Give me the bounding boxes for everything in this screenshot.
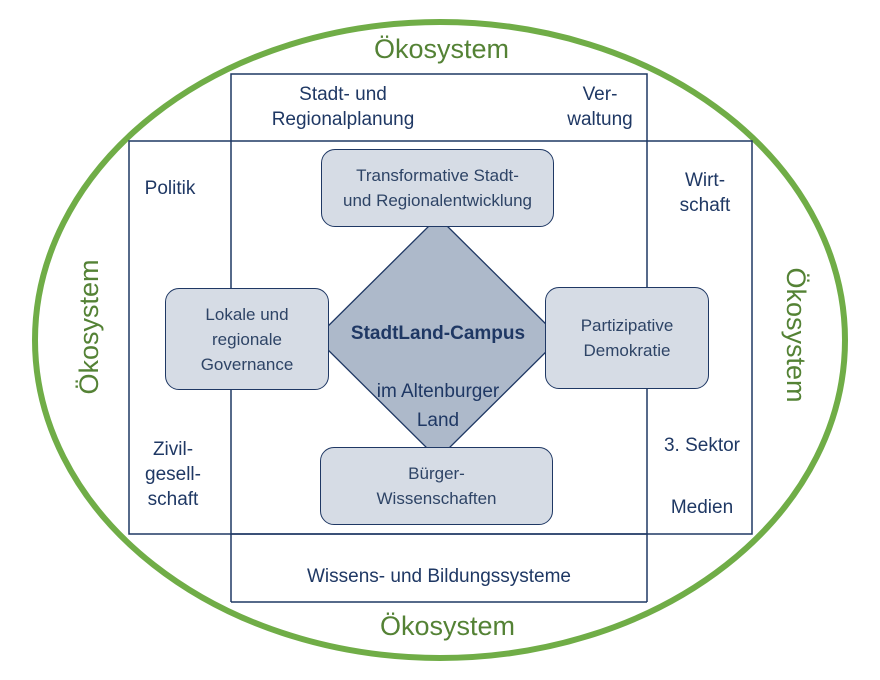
ecosystem-label-left: Ökosystem <box>74 259 104 395</box>
center-title: StadtLand-Campus im Altenburger Land <box>318 290 558 435</box>
center-title-bold: StadtLand-Campus <box>350 323 526 344</box>
pillar-governance: Lokale und regionale Governance <box>165 288 329 390</box>
field-politik: Politik <box>144 178 196 199</box>
center-title-rest: im Altenburger Land <box>376 381 500 431</box>
field-verwaltung: Ver- waltung <box>567 84 633 130</box>
field-wirtschaft: Wirt- schaft <box>679 170 731 216</box>
ecosystem-ellipse <box>32 19 848 661</box>
field-wissens-bildungssysteme: Wissens- und Bildungssysteme <box>307 566 571 587</box>
ecosystem-label-right: Ökosystem <box>781 267 811 403</box>
ecosystem-label-bottom: Ökosystem <box>380 611 516 641</box>
field-zivilgesellschaft: Zivil- gesell- schaft <box>145 439 201 510</box>
middle-band-frame <box>128 140 753 535</box>
field-medien: Medien <box>670 497 734 518</box>
pillar-partizipative-demokratie: Partizipative Demokratie <box>545 287 709 389</box>
pillar-buerger-wissenschaften: Bürger- Wissenschaften <box>320 447 553 525</box>
pillar-transformative-entwicklung: Transformative Stadt- und Regionalentwic… <box>321 149 554 227</box>
field-stadt-regionalplanung: Stadt- und Regionalplanung <box>271 84 415 130</box>
ecosystem-label-top: Ökosystem <box>374 34 510 64</box>
field-3-sektor: 3. Sektor <box>663 435 741 456</box>
